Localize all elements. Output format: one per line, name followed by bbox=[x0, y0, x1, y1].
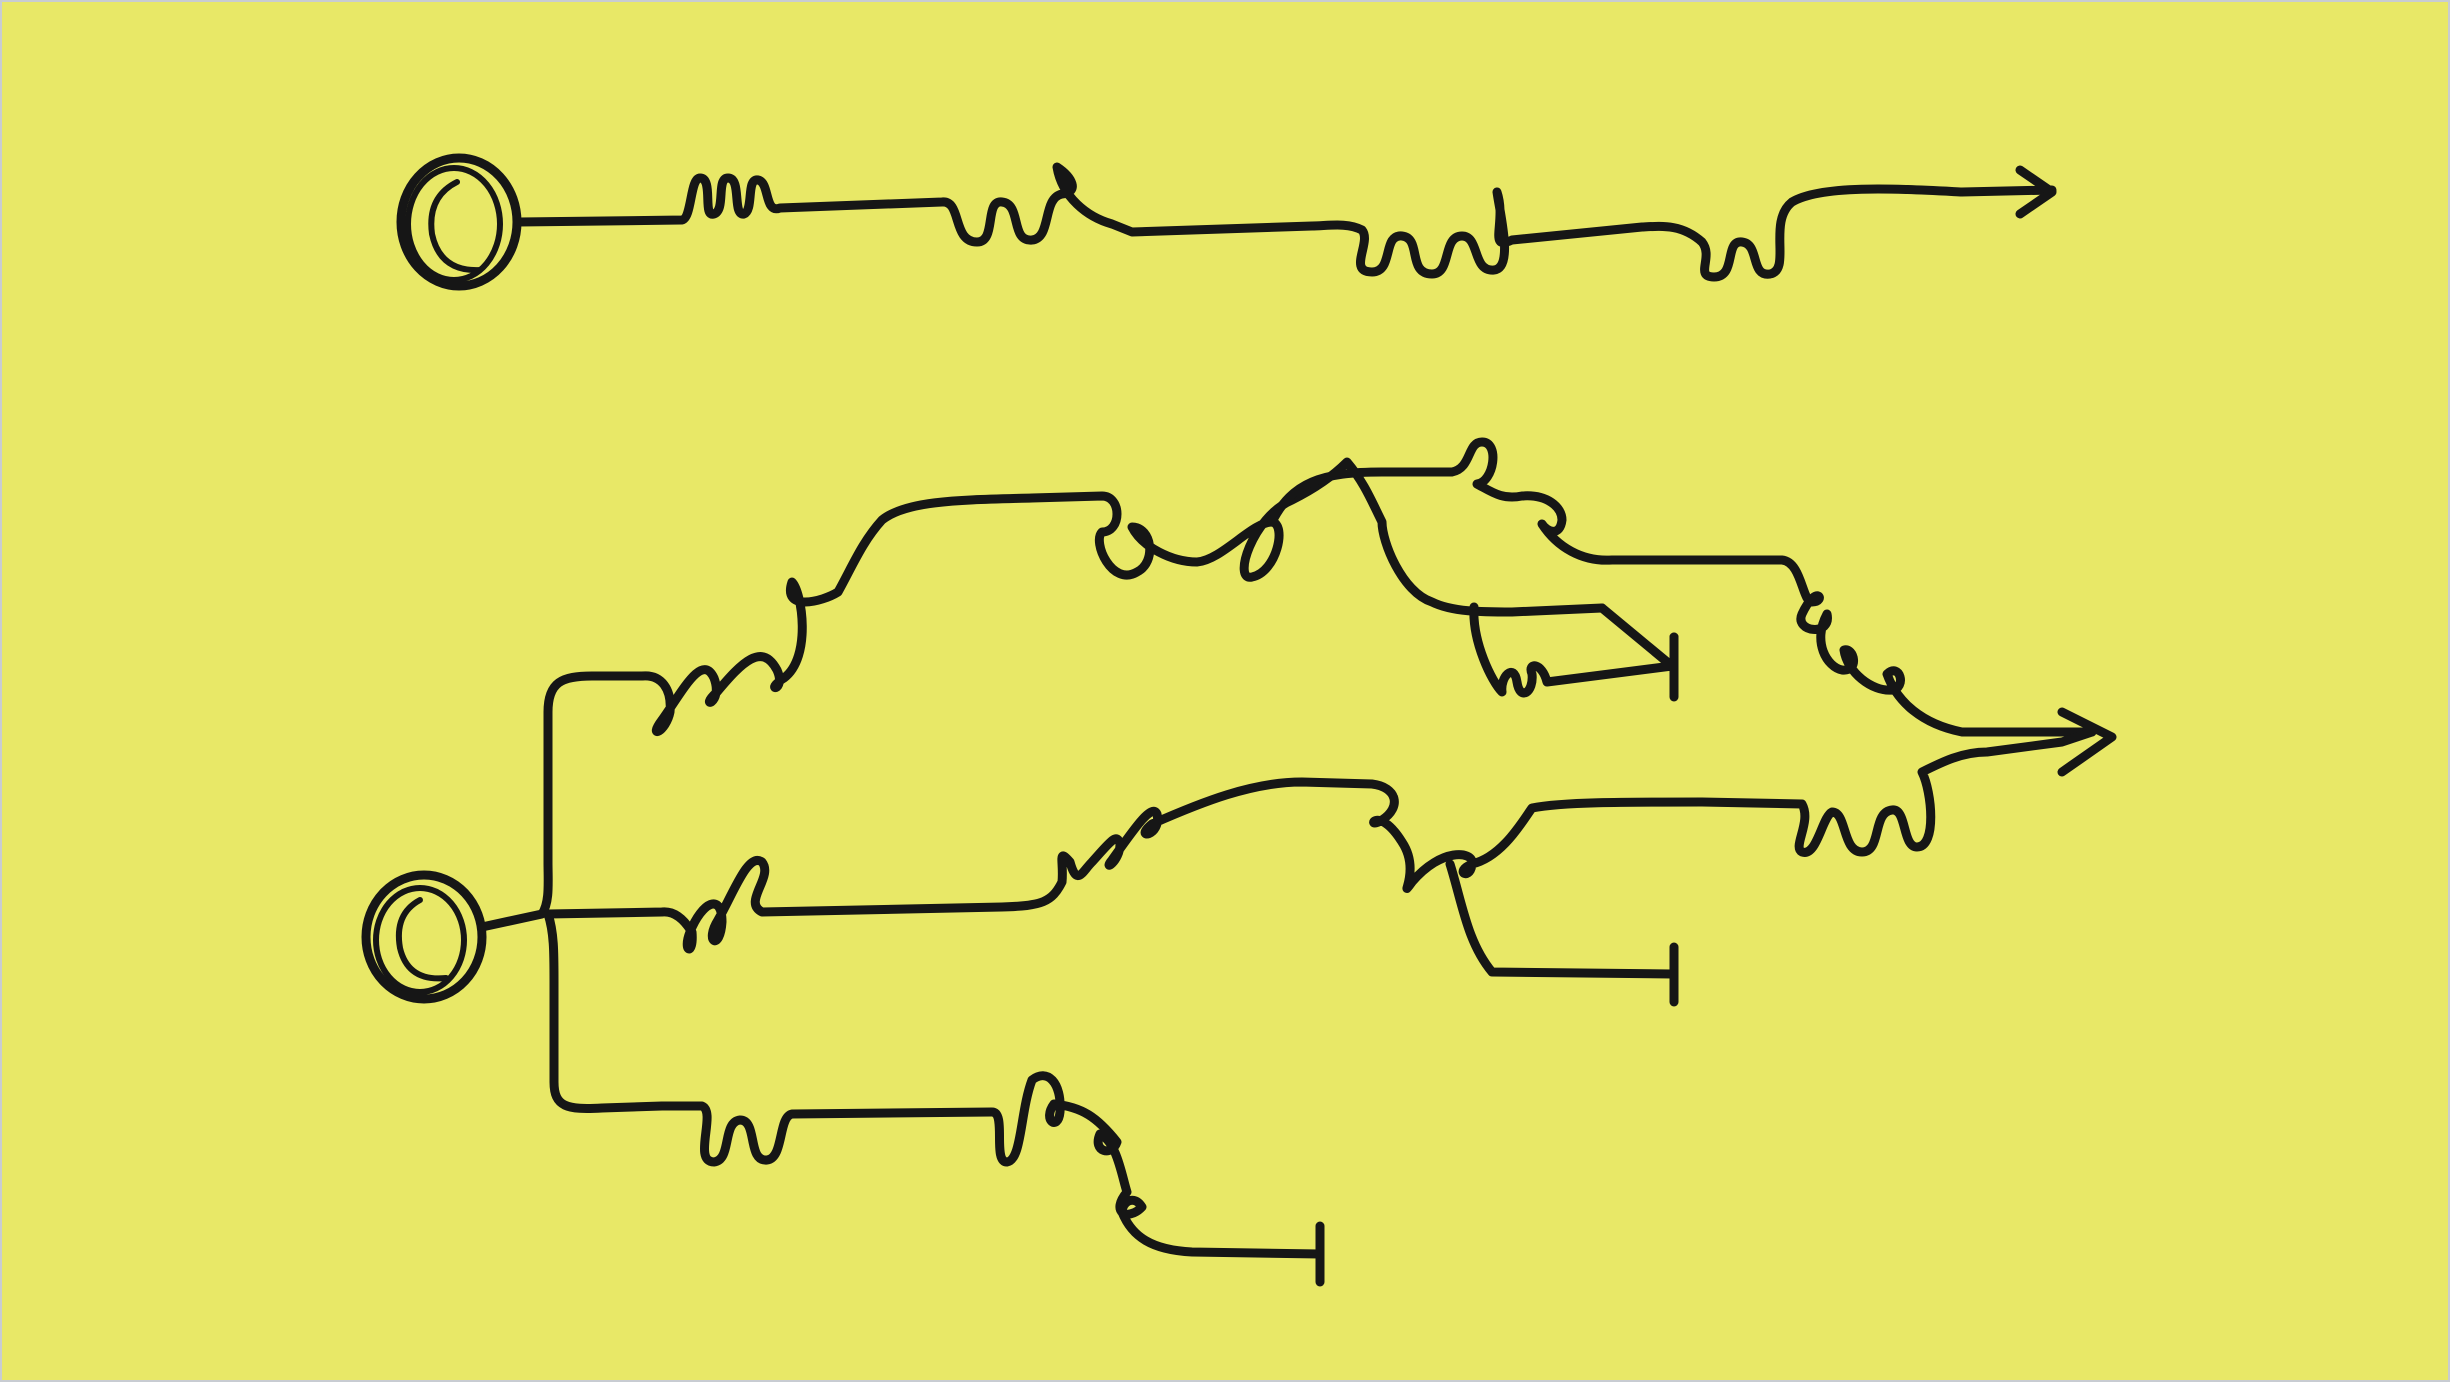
single-path-row bbox=[396, 153, 2057, 291]
start-circle-bottom bbox=[361, 870, 487, 1004]
upper-branch-loop-b bbox=[1267, 437, 2097, 737]
end-arrow-top bbox=[2015, 165, 2057, 219]
lower-branch-path bbox=[657, 1071, 1325, 1259]
upper-branch-path bbox=[637, 457, 1607, 736]
branching-paths-row bbox=[361, 437, 2117, 1287]
branch-trunk bbox=[477, 671, 667, 1113]
middle-branch-deadend bbox=[1445, 859, 1677, 979]
upper-branch-deadend-mark bbox=[1469, 602, 1679, 699]
start-circle-top bbox=[396, 153, 522, 291]
single-path-line bbox=[514, 162, 2057, 282]
end-arrow-bottom bbox=[2057, 707, 2117, 777]
middle-branch-path bbox=[543, 727, 2097, 954]
